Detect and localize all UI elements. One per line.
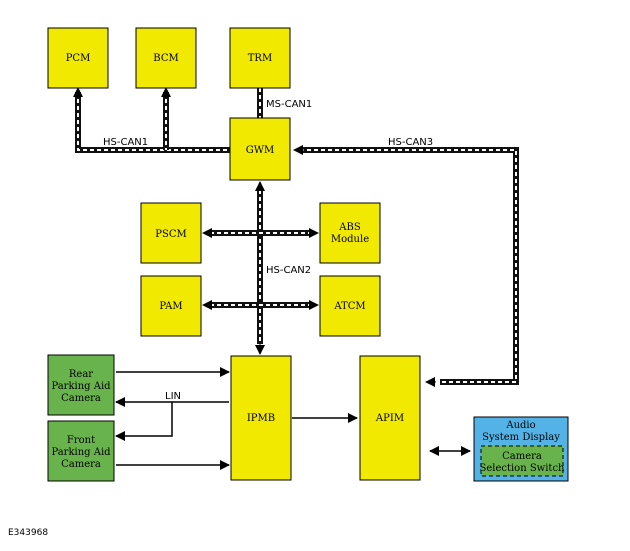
rear-camera-label-line3: Camera: [61, 393, 101, 404]
front-camera-label-line3: Camera: [61, 459, 101, 470]
front-camera-label-line1: Front: [67, 435, 95, 446]
ms-can1-label: MS-CAN1: [266, 99, 312, 110]
audio-system-display: Audio System Display Camera Selection Sw…: [473, 416, 569, 482]
pam-module: PAM: [140, 275, 202, 337]
switch-label-line1: Camera: [502, 451, 542, 462]
ipmb-label: IPMB: [247, 413, 275, 424]
front-parking-aid-camera: Front Parking Aid Camera: [47, 420, 115, 482]
atcm-label: ATCM: [333, 301, 365, 312]
rear-parking-aid-camera: Rear Parking Aid Camera: [47, 354, 115, 416]
bcm-module: BCM: [135, 27, 197, 89]
hs-can1-label: HS-CAN1: [103, 137, 148, 148]
front-camera-label-line2: Parking Aid: [51, 447, 111, 458]
hs-can3-label: HS-CAN3: [388, 137, 433, 148]
ipmb-module: IPMB: [230, 355, 292, 481]
hardwired-connections: [116, 367, 471, 470]
pscm-module: PSCM: [140, 202, 202, 264]
apim-label: APIM: [375, 413, 404, 424]
abs-module: ABS Module: [319, 202, 381, 264]
display-label-line1: Audio: [505, 420, 535, 431]
switch-label-line2: Selection Switch: [479, 463, 565, 474]
figure-id: E343968: [8, 528, 48, 538]
hs-can2-label: HS-CAN2: [266, 265, 311, 276]
pcm-label: PCM: [66, 53, 91, 64]
rear-camera-label-line2: Parking Aid: [51, 381, 111, 392]
hs-can3-bus: [293, 145, 519, 387]
bcm-label: BCM: [153, 53, 178, 64]
trm-module: TRM: [229, 27, 291, 89]
pcm-module: PCM: [47, 27, 109, 89]
lin-label: LIN: [165, 391, 181, 402]
rear-camera-label-line1: Rear: [69, 369, 93, 380]
lin-bus: [115, 397, 229, 441]
pam-label: PAM: [159, 301, 182, 312]
camera-selection-switch: Camera Selection Switch: [479, 445, 565, 477]
abs-label-line2: Module: [331, 234, 369, 245]
hs-can1-bus: [73, 87, 230, 153]
display-label-line2: System Display: [482, 432, 560, 443]
trm-label: TRM: [248, 53, 272, 64]
apim-module: APIM: [359, 355, 421, 481]
pscm-label: PSCM: [155, 229, 186, 240]
gwm-module: GWM: [229, 117, 291, 181]
abs-label-line1: ABS: [338, 222, 361, 233]
hs-can2-bus: [202, 181, 319, 355]
gwm-label: GWM: [246, 145, 275, 156]
atcm-module: ATCM: [319, 275, 381, 337]
